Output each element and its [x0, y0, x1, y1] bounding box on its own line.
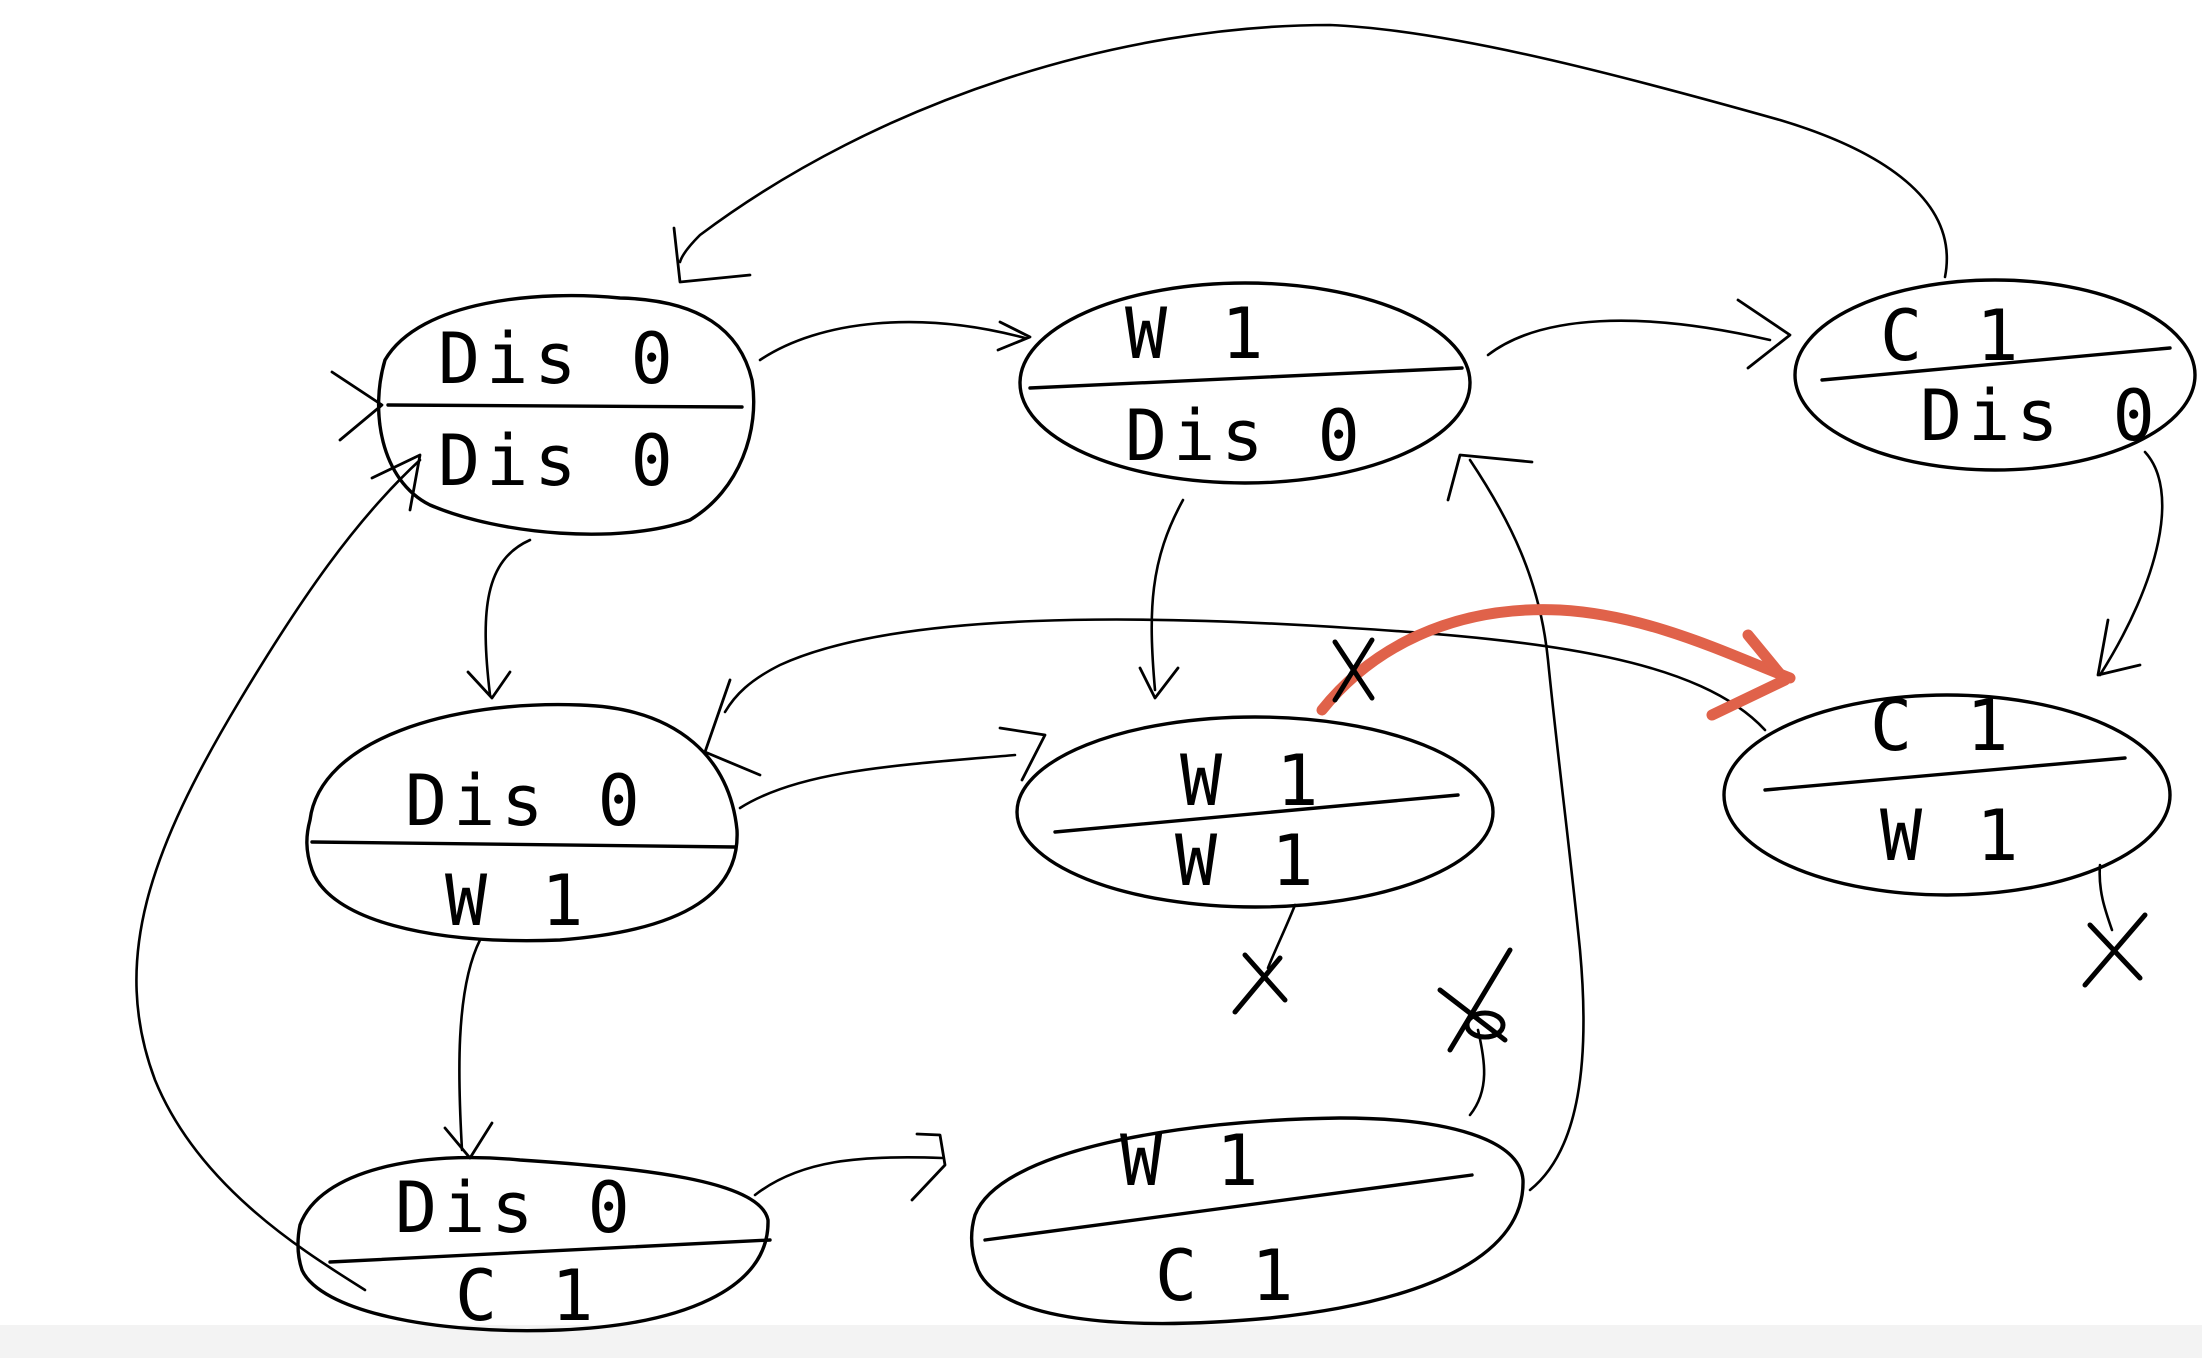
dead-end-mark-n5-bottom — [1232, 903, 1297, 1015]
node-w1-w1: W 1 W 1 — [1015, 715, 1495, 909]
node-n3-top-label: C 1 — [1880, 295, 2024, 377]
node-n2-top-label: W 1 — [1125, 293, 1269, 375]
edge-n1-n4 — [466, 538, 532, 700]
edge-n4-n5 — [738, 726, 1047, 810]
node-w1-c1: W 1 C 1 — [969, 1116, 1525, 1326]
node-n4-top-label: Dis 0 — [405, 760, 646, 842]
edge-n2-n5 — [1138, 498, 1185, 700]
edge-n1-n2 — [758, 320, 1032, 362]
node-w1-dis0: W 1 Dis 0 — [1018, 281, 1472, 485]
node-n2-bottom-label: Dis 0 — [1125, 395, 1366, 477]
edge-n8-n2 — [1446, 453, 1585, 1192]
edge-n7-n1 — [135, 453, 422, 1292]
dead-end-mark-n5-top — [1332, 637, 1375, 703]
edge-n4-n7 — [443, 938, 494, 1160]
dead-end-mark-n8-top — [1437, 947, 1513, 1117]
node-n6-bottom-label: W 1 — [1880, 795, 2024, 877]
edge-n3-n1 — [672, 23, 1948, 284]
node-n8-top-label: W 1 — [1120, 1120, 1264, 1202]
edge-initial-n1 — [330, 370, 384, 442]
edge-n2-n3 — [1486, 298, 1792, 370]
node-dis0-w1: Dis 0 W 1 — [305, 702, 739, 943]
node-n8-bottom-label: C 1 — [1155, 1235, 1299, 1317]
edge-n6-n4 — [703, 618, 1767, 777]
node-n7-bottom-label: C 1 — [455, 1255, 599, 1337]
node-c1-dis0: C 1 Dis 0 — [1793, 278, 2197, 472]
node-dis0-c1: Dis 0 C 1 — [296, 1155, 772, 1337]
node-dis0-dis0: Dis 0 Dis 0 — [376, 293, 756, 536]
node-n5-top-label: W 1 — [1180, 740, 1324, 822]
node-n1-top-label: Dis 0 — [438, 318, 679, 400]
node-n1-bottom-label: Dis 0 — [438, 420, 679, 502]
node-n7-top-label: Dis 0 — [395, 1167, 636, 1249]
node-n5-bottom-label: W 1 — [1175, 820, 1319, 902]
node-n3-bottom-label: Dis 0 — [1920, 375, 2161, 457]
bottom-shade — [0, 1325, 2202, 1358]
node-n4-bottom-label: W 1 — [445, 860, 589, 942]
node-n6-top-label: C 1 — [1870, 685, 2014, 767]
edge-n7-n8 — [753, 1132, 947, 1202]
node-c1-w1: C 1 W 1 — [1722, 685, 2172, 897]
edge-n3-n6 — [2096, 450, 2164, 677]
dead-end-mark-n6-bottom — [2082, 863, 2148, 988]
edge-n5-n6-highlight — [1316, 604, 1796, 721]
